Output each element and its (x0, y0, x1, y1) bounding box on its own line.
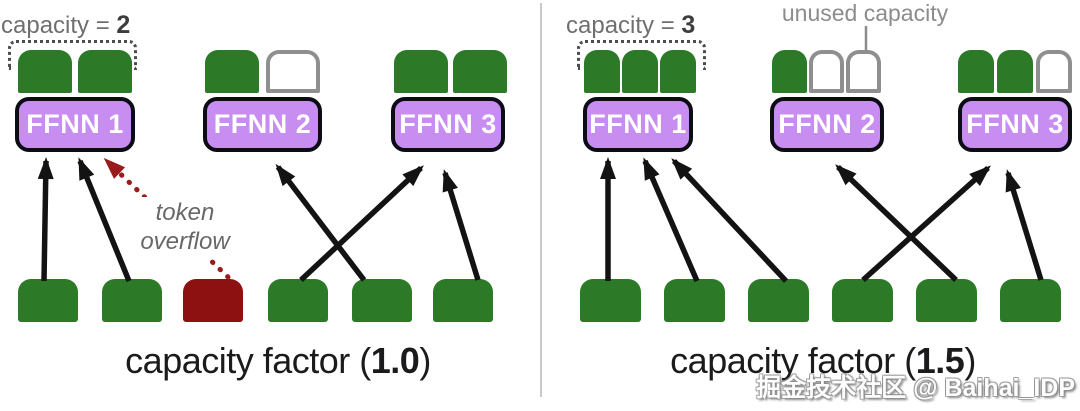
capacity-slot-empty (846, 50, 881, 93)
capacity-slot-filled (78, 50, 132, 93)
token-green (1000, 279, 1061, 322)
token-green (664, 279, 725, 322)
panel-divider (540, 3, 542, 397)
token-route-arrow (299, 165, 424, 283)
token-route-arrow (77, 157, 132, 283)
expert-box-2: FFNN 2 (770, 97, 884, 152)
token-green (580, 279, 641, 322)
expert-box-3: FFNN 3 (958, 97, 1072, 152)
capacity-slot-filled (18, 50, 72, 93)
token-green (18, 279, 78, 322)
token-green (916, 279, 977, 322)
token-route-arrow (835, 164, 958, 282)
token-green (268, 279, 328, 322)
capacity-slot-filled (205, 50, 259, 93)
capacity-slot-filled (660, 50, 696, 93)
token-green (352, 279, 412, 322)
token-overflow-arrow (103, 157, 231, 280)
token-green (102, 279, 162, 322)
capacity-slot-empty (809, 50, 844, 93)
capacity-slot-filled (584, 50, 620, 93)
capacity-slot-filled (772, 50, 807, 93)
expert-box-1: FFNN 1 (583, 97, 693, 152)
capacity-slot-filled (958, 50, 994, 93)
token-route-arrow (1005, 169, 1044, 281)
token-route-arrow (671, 158, 789, 283)
token-green (832, 279, 893, 322)
token-green (433, 279, 493, 322)
token-route-arrow (37, 157, 54, 282)
token-route-arrow (275, 163, 367, 282)
capacity-outline (577, 40, 706, 70)
capacity-outline (8, 40, 137, 70)
token-green (748, 279, 809, 322)
token-route-arrow (442, 169, 481, 281)
expert-box-2: FFNN 2 (203, 97, 322, 152)
token-red (183, 279, 243, 322)
expert-box-1: FFNN 1 (15, 97, 135, 152)
capacity-slot-filled (394, 50, 448, 93)
expert-box-3: FFNN 3 (391, 97, 505, 152)
capacity-slot-empty (266, 50, 320, 93)
capacity-slot-filled (997, 50, 1033, 93)
token-route-arrow (642, 157, 700, 283)
capacity-slot-filled (453, 50, 507, 93)
token-route-arrow (861, 165, 991, 283)
capacity-slot-filled (622, 50, 658, 93)
capacity-slot-empty (1036, 50, 1072, 93)
